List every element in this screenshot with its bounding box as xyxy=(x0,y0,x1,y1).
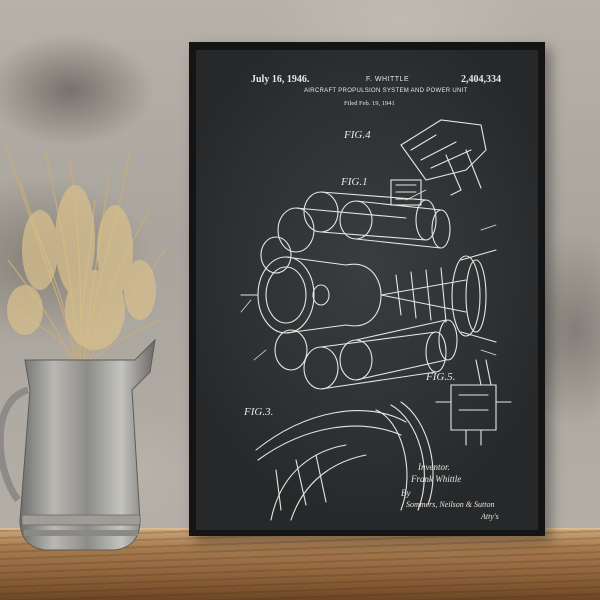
leader-lines xyxy=(240,189,497,361)
patent-number: 2,404,334 xyxy=(461,74,501,85)
patent-poster: July 16, 1946. F. WHITTLE 2,404,334 AIRC… xyxy=(196,50,538,530)
filed-date: Filed Feb. 19, 1941 xyxy=(344,100,395,107)
inventor-header: F. WHITTLE xyxy=(366,76,410,83)
inventor-label: Inventor. xyxy=(418,462,450,472)
fig3-blades xyxy=(255,401,434,521)
fig4-detail xyxy=(390,119,487,206)
inventor-name: Frank Whittle xyxy=(411,474,462,484)
grass-tufts xyxy=(7,185,156,350)
picture-frame: July 16, 1946. F. WHITTLE 2,404,334 AIRC… xyxy=(189,42,545,536)
fig4-label: FIG.4 xyxy=(343,129,371,141)
metal-jug-with-dried-grass xyxy=(0,139,166,551)
fig5-label: FIG.5. xyxy=(425,371,455,383)
fig3-label: FIG.3. xyxy=(243,406,273,418)
jet-engine-drawing: FIG.4 FIG.1 FIG.3. FIG.5. xyxy=(240,119,512,521)
atty-label: Atty's xyxy=(481,512,499,521)
attorneys-signature: Sommers, Neilson & Sutton xyxy=(406,500,495,509)
signature-by: By xyxy=(401,488,411,498)
fig5-detail xyxy=(435,359,512,446)
fig1-label: FIG.1 xyxy=(340,176,368,188)
central-nozzle xyxy=(240,249,497,343)
patent-subtitle: AIRCRAFT PROPULSION SYSTEM AND POWER UNI… xyxy=(304,88,468,94)
patent-date: July 16, 1946. xyxy=(251,74,310,85)
combustion-chambers xyxy=(260,191,458,390)
